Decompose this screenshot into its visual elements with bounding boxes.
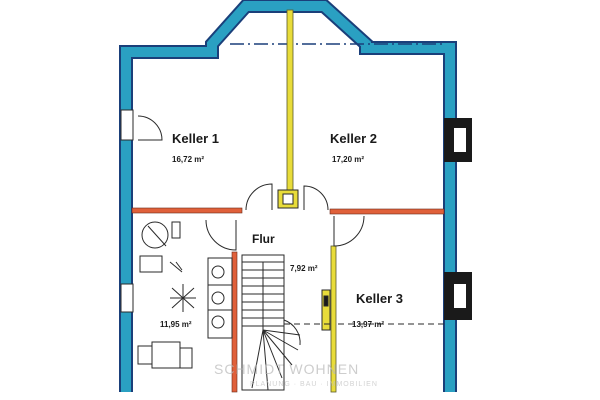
watermark-sub: PLANUNG · BAU · IMMOBILIEN	[250, 381, 378, 388]
room-area-keller2: 17,20 m²	[332, 155, 364, 164]
red-wall-left	[131, 207, 243, 214]
meter-box-icon	[321, 289, 331, 331]
door-swing-icon	[137, 115, 365, 251]
window-icon-right	[444, 118, 472, 320]
watermark-main: SCHMIDT WOHNEN	[214, 361, 359, 377]
fan-icon	[170, 284, 196, 312]
yellow-wall-top	[286, 9, 294, 193]
room-name-flur: Flur	[252, 232, 275, 246]
washer-icon	[137, 341, 193, 369]
window-icon	[120, 109, 134, 313]
boiler-icon	[139, 221, 183, 273]
room-area-keller1: 16,72 m²	[172, 155, 204, 164]
room-name-keller3: Keller 3	[356, 291, 403, 306]
tank-icon	[207, 257, 233, 339]
room-area-keller3: 13,97 m²	[352, 320, 384, 329]
stair-icon	[241, 254, 301, 391]
room-area-utility: 11,95 m²	[160, 320, 192, 329]
red-wall-right	[329, 208, 445, 215]
room-name-keller2: Keller 2	[330, 131, 377, 146]
outer-wall	[119, 0, 457, 392]
room-area-flur: 7,92 m²	[290, 264, 318, 273]
room-name-keller1: Keller 1	[172, 131, 219, 146]
